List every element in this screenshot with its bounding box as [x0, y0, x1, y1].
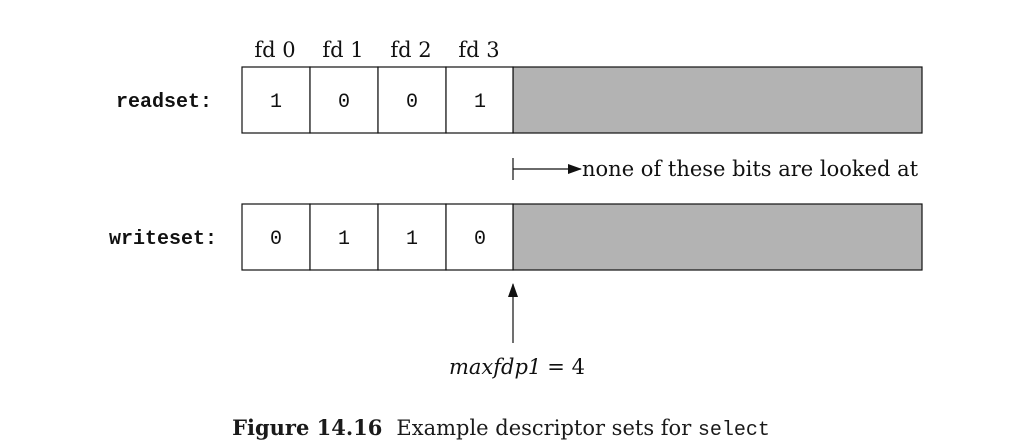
readset-cell — [309, 66, 379, 134]
fd-label-2: fd 2 — [390, 38, 431, 62]
writeset-bitfield: 0 1 1 0 — [241, 203, 923, 271]
caption-text: Example descriptor sets for — [396, 416, 698, 440]
writeset-bit-2: 1 — [406, 228, 418, 251]
writeset-bit-0: 0 — [270, 228, 282, 251]
maxfdp1-pointer: maxfdp1= 4 — [449, 283, 585, 379]
annotation-text: none of these bits are looked at — [582, 157, 919, 181]
writeset-unused-region — [512, 203, 923, 271]
writeset-cell — [377, 203, 447, 271]
writeset-label: writeset: — [109, 228, 217, 251]
fd-label-1: fd 1 — [322, 38, 363, 62]
readset-cell — [377, 66, 447, 134]
fd-label-3: fd 3 — [458, 38, 499, 62]
writeset-cell — [445, 203, 514, 271]
figure-number: Figure 14.16 — [232, 415, 383, 440]
maxfdp1-value: = 4 — [547, 355, 585, 379]
readset-bit-1: 0 — [338, 91, 350, 114]
readset-unused-region — [512, 66, 923, 134]
readset-cell — [445, 66, 514, 134]
fd-label-0: fd 0 — [254, 38, 295, 62]
readset-cell — [241, 66, 311, 134]
writeset-bit-3: 0 — [474, 228, 486, 251]
maxfdp1-name: maxfdp1 — [449, 355, 541, 379]
maxfdp1-label: maxfdp1= 4 — [449, 355, 585, 379]
writeset-cell — [309, 203, 379, 271]
caption-code: select — [697, 419, 770, 442]
readset-bit-3: 1 — [474, 91, 486, 114]
readset-bit-2: 0 — [406, 91, 418, 114]
readset-bitfield: 1 0 0 1 — [241, 66, 923, 134]
writeset-bit-1: 1 — [338, 228, 350, 251]
readset-bit-0: 1 — [270, 91, 282, 114]
ignored-bits-annotation: none of these bits are looked at — [512, 157, 919, 181]
readset-label: readset: — [116, 91, 212, 114]
